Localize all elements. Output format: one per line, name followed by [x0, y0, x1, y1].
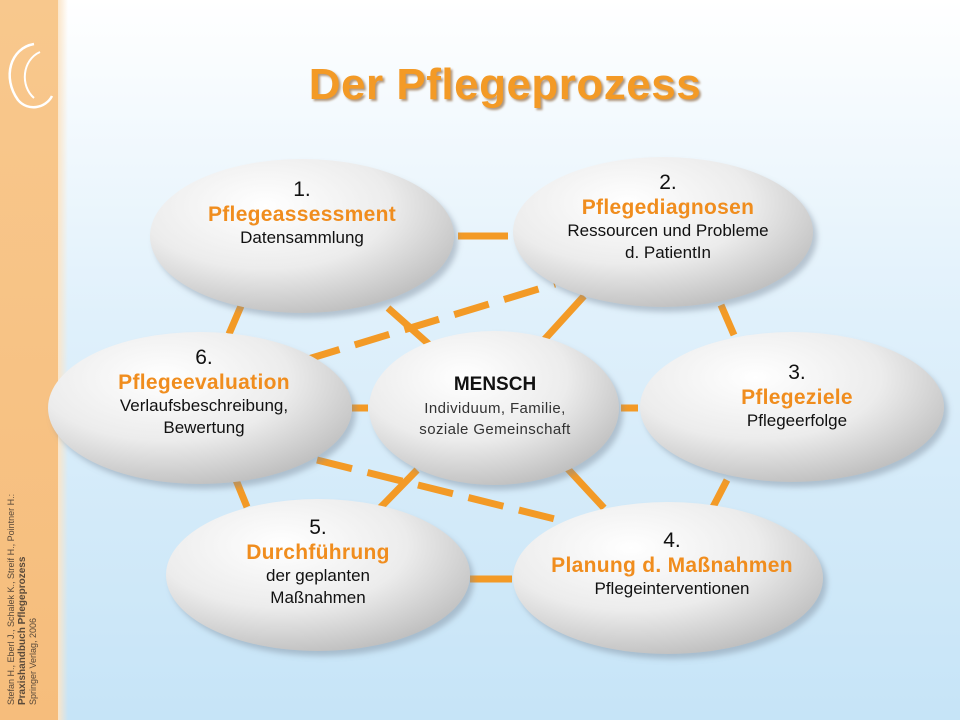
- step-4-name: Planung d. Maßnahmen: [551, 554, 793, 577]
- ellipse-step-3: [640, 332, 944, 482]
- ellipse-step-6: [48, 332, 352, 484]
- connectors: [225, 232, 738, 583]
- logo-arc-icon: [8, 42, 54, 109]
- step-3-number: 3.: [788, 361, 806, 384]
- page-title: Der Pflegeprozess: [308, 60, 702, 109]
- step-5-name: Durchführung: [246, 541, 390, 564]
- dashed-connector-6-4: [316, 456, 568, 526]
- step-5-number: 5.: [309, 516, 327, 539]
- connector-5-6: [232, 478, 251, 509]
- step-6-desc-1: Verlaufsbeschreibung,: [119, 396, 289, 415]
- step-6-node: 6. Pflegeevaluation Verlaufsbeschreibung…: [64, 345, 344, 439]
- step-1-number: 1.: [293, 178, 311, 201]
- step-5-desc-2: Maßnahmen: [270, 588, 366, 607]
- ellipse-step-1: [150, 159, 454, 313]
- step-3-name: Pflegeziele: [741, 386, 853, 409]
- center-node: MENSCH Individuum, Familie, soziale Geme…: [385, 372, 605, 440]
- ellipse-step-4: [513, 502, 823, 654]
- connector-3-4: [709, 478, 731, 509]
- step-5-desc-1: der geplanten: [266, 566, 370, 585]
- step-3-desc: Pflegeerfolge: [746, 411, 848, 430]
- step-1-name: Pflegeassessment: [207, 203, 397, 226]
- step-4-desc: Pflegeinterventionen: [594, 579, 750, 598]
- step-5-node: 5. Durchführung der geplanten Maßnahmen: [188, 515, 448, 609]
- step-2-desc-1: Ressourcen und Probleme: [567, 221, 769, 240]
- step-1-desc: Datensammlung: [240, 228, 364, 247]
- step-2-node: 2. Pflegediagnosen Ressourcen und Proble…: [518, 170, 818, 264]
- connector-5-center: [377, 467, 420, 511]
- step-6-number: 6.: [195, 346, 213, 369]
- step-4-number: 4.: [663, 529, 681, 552]
- center-title: MENSCH: [453, 374, 537, 395]
- ellipse-step-2: [513, 157, 813, 307]
- step-2-number: 2.: [659, 171, 677, 194]
- ellipses: [48, 157, 944, 654]
- step-6-desc-2: Bewertung: [163, 418, 245, 437]
- step-2-name: Pflegediagnosen: [581, 196, 755, 219]
- step-1-node: 1. Pflegeassessment Datensammlung: [172, 177, 432, 249]
- center-desc-1: Individuum, Familie,: [424, 400, 566, 417]
- center-desc-2: soziale Gemeinschaft: [419, 421, 571, 438]
- dashed-connector-6-2: [303, 280, 557, 364]
- ellipse-center: [369, 331, 619, 485]
- connector-2-3: [717, 303, 738, 337]
- connector-6-1: [225, 304, 245, 336]
- step-3-node: 3. Pflegeziele Pflegeerfolge: [667, 360, 927, 432]
- step-6-name: Pflegeevaluation: [118, 371, 290, 394]
- step-2-desc-2: d. PatientIn: [624, 243, 711, 262]
- step-4-node: 4. Planung d. Maßnahmen Pflegeinterventi…: [512, 528, 832, 600]
- sidebar-edge: [58, 0, 68, 720]
- sidebar-band: [0, 0, 58, 720]
- connector-center-4: [564, 465, 607, 511]
- connector-center-2: [541, 293, 587, 343]
- ellipse-step-5: [166, 499, 470, 651]
